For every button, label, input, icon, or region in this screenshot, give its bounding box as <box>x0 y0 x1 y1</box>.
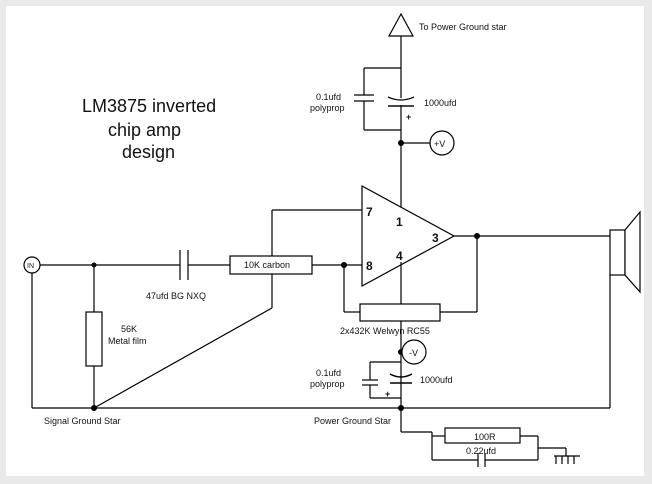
title-line-3: design <box>122 142 175 162</box>
pin-3: 3 <box>432 231 439 245</box>
minus-v-terminal <box>401 339 427 365</box>
pin7-to-signal-ground <box>93 307 273 409</box>
res-56k-type: Metal film <box>108 336 147 346</box>
cap-polyprop-top <box>354 67 401 131</box>
plus-v-terminal <box>429 130 455 156</box>
res-56k-metal-film <box>85 311 103 367</box>
signal-ground-star-label: Signal Ground Star <box>44 416 121 426</box>
res-feedback-432k <box>359 303 441 322</box>
res-10k-label: 10K carbon <box>244 260 290 270</box>
input-label: IN <box>27 263 34 270</box>
res-100r-label: 100R <box>474 432 496 442</box>
cap-polyprop-top-value: 0.1ufd <box>316 92 341 102</box>
cap-polyprop-bottom-value: 0.1ufd <box>316 368 341 378</box>
cap-electrolytic-bottom-plus: + <box>385 389 390 399</box>
plus-v-label: +V <box>434 139 445 149</box>
cap-47uf-label: 47ufd BG NXQ <box>146 291 206 301</box>
res-56k-value: 56K <box>121 324 137 334</box>
minus-v-label: -V <box>409 348 418 358</box>
cap-polyprop-bottom-type: polyprop <box>310 379 345 389</box>
earth-ground-icon <box>554 448 580 464</box>
pin-8: 8 <box>366 259 373 273</box>
pin-1: 1 <box>396 215 403 229</box>
cap-polyprop-bottom <box>362 361 401 399</box>
pin-4: 4 <box>396 249 403 263</box>
power-ground-arrow-top <box>387 12 415 37</box>
cap-electrolytic-top-plus: + <box>406 112 411 122</box>
power-ground-star-label: Power Ground Star <box>314 416 391 426</box>
title-line-2: chip amp <box>108 120 181 140</box>
cap-electrolytic-bottom <box>389 373 413 384</box>
cap-electrolytic-top-value: 1000ufd <box>424 98 457 108</box>
cap-022uf <box>432 453 538 467</box>
speaker <box>609 210 641 294</box>
cap-47uf <box>179 250 189 280</box>
title-line-1: LM3875 inverted <box>82 96 216 116</box>
power-ground-label-top: To Power Ground star <box>419 22 507 32</box>
cap-electrolytic-top <box>387 96 415 107</box>
cap-electrolytic-bottom-value: 1000ufd <box>420 375 453 385</box>
pin-7: 7 <box>366 205 373 219</box>
res-feedback-label: 2x432K Welwyn RC55 <box>340 326 430 336</box>
cap-polyprop-top-type: polyprop <box>310 103 345 113</box>
lm3875-opamp <box>361 184 456 288</box>
cap-022uf-label: 0.22ufd <box>466 446 496 456</box>
